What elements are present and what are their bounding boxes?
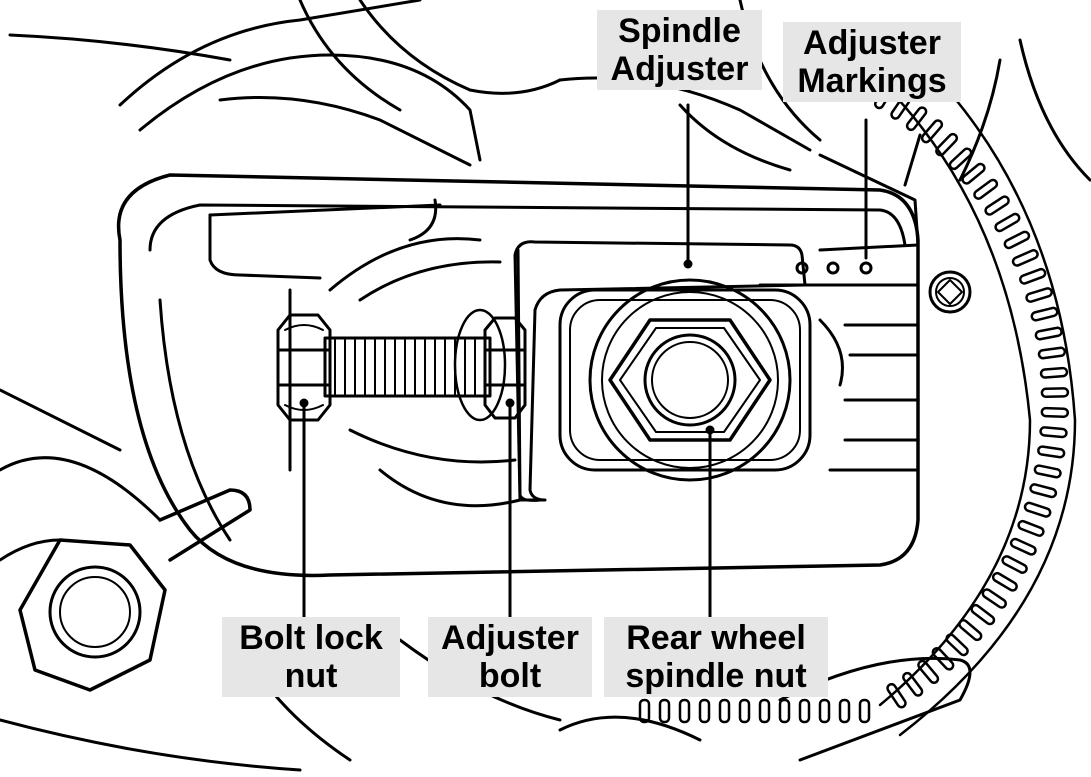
ring-slot [738,698,751,724]
ring-slot [970,603,996,626]
ring-slot [1023,501,1052,518]
label-rear-wheel-spindle-nut: Rear wheel spindle nut [604,617,828,697]
ring-slot [818,698,831,724]
label-adjuster-bolt-line1: Adjuster [441,619,579,657]
ring-slot [902,671,924,697]
ring-slot [991,571,1018,592]
ring-slot [1019,267,1047,285]
ring-slot [1030,306,1059,322]
ring-slot [973,178,999,200]
ring-slot [917,659,940,685]
ring-slot [958,619,983,642]
label-spindle-adjuster-line2: Adjuster [610,50,749,88]
ring-slot [981,588,1008,609]
ring-slot [931,646,955,671]
ring-slot [1040,406,1070,418]
ring-slot [1029,483,1058,499]
ring-slot [1033,464,1062,479]
label-spindle-adjuster: Spindle Adjuster [597,10,762,90]
label-adjuster-bolt-line2: bolt [478,657,542,695]
ring-slot [658,698,671,724]
ring-slot [1040,387,1070,399]
leader-lines [299,103,868,619]
ring-slot [1039,366,1069,379]
leader-spindle-nut-dot [705,425,715,435]
spindle-nut [588,278,792,482]
ring-slot [886,682,907,709]
label-rear-wheel-spindle-nut-line2: spindle nut [625,657,807,695]
ring-slot [1011,249,1039,267]
label-adjuster-bolt: Adjuster bolt [428,617,592,697]
label-spindle-adjuster-line1: Spindle [618,12,741,50]
ring-slot [758,698,771,724]
ring-slot [905,106,928,132]
ring-slot [1034,326,1063,341]
ring-slot [1039,426,1068,439]
threaded-bolt [323,336,492,398]
abs-ring-slots [638,73,1070,724]
ring-slot [678,698,691,724]
ring-slot [718,698,731,724]
label-rear-wheel-spindle-nut-line1: Rear wheel [626,619,806,657]
ring-slot [798,698,811,724]
ring-slot [961,162,986,185]
ring-slot [638,698,651,724]
upper-background-parts [8,0,1091,187]
label-adjuster-markings-line2: Markings [797,62,947,100]
ring-slot [1037,346,1067,360]
ring-slot [858,698,871,724]
ring-slot [1009,537,1037,556]
leader-spindle-adjuster-dot [683,259,693,269]
ring-slot [838,698,851,724]
ring-slot [948,147,973,171]
ring-slot [935,132,959,157]
ring-slot [778,698,791,724]
swingarm-body [116,153,920,578]
ring-slot [920,119,944,144]
label-bolt-lock-nut-line1: Bolt lock [239,619,383,657]
label-adjuster-markings-line1: Adjuster [803,24,941,62]
leader-bolt-lock-nut-dot [299,398,309,408]
leader-adjuster-bolt-dot [505,398,515,408]
torx-screw [928,270,972,314]
ring-slot [1017,519,1045,537]
label-bolt-lock-nut: Bolt lock nut [222,617,400,697]
ring-slot [1003,230,1031,250]
ring-slot [1025,287,1053,303]
label-adjuster-markings: Adjuster Markings [783,22,961,102]
ring-slot [1037,445,1066,459]
ring-slot [984,195,1010,216]
bolt-lock-nut [276,313,332,422]
ring-slot [698,698,711,724]
label-bolt-lock-nut-line2: nut [284,657,338,695]
ring-slot [1001,555,1028,574]
ring-slot [994,212,1021,233]
adjuster-marking-dots [795,261,873,275]
spindle-adjuster-block [513,240,812,502]
ring-slot [945,633,969,657]
